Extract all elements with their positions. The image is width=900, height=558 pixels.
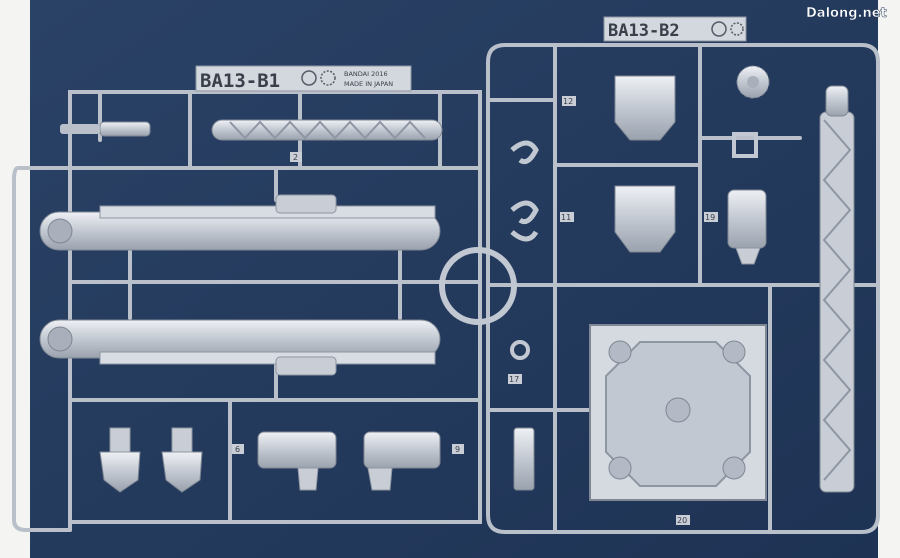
part-number-labels: 2 6 9 11 12 17 19 20 <box>232 96 718 525</box>
part-number: 20 <box>677 516 687 525</box>
part-small-rod <box>60 121 151 137</box>
recycle-mark-icon <box>301 70 317 86</box>
part-gear <box>736 65 770 99</box>
part-hooks <box>510 140 539 242</box>
part-long-arm-upper <box>39 194 441 251</box>
origin-text: MADE IN JAPAN <box>344 80 393 88</box>
sprue-tag-b2: BA13-B2 <box>603 16 747 42</box>
part-joint-block <box>727 189 767 265</box>
part-bracket-1 <box>99 427 141 493</box>
part-number: 2 <box>293 153 298 162</box>
part-lattice-boom <box>819 85 855 493</box>
maker-text: BANDAI 2016 <box>344 70 388 78</box>
sprue-code-b1: BA13-B1 <box>200 70 280 92</box>
part-number: 6 <box>235 445 240 454</box>
part-shield-upper <box>614 75 676 141</box>
gear-mark-icon <box>730 22 744 36</box>
sprue-tag-b1: BA13-B1 BANDAI 2016 MADE IN JAPAN <box>195 65 412 92</box>
watermark-text: Dalong.net <box>806 6 887 21</box>
part-number: 19 <box>705 213 715 222</box>
recycle-mark-icon <box>711 21 727 37</box>
part-small-block <box>513 427 535 491</box>
part-truss-beam <box>211 119 443 141</box>
sprue-ring-connector <box>439 247 517 325</box>
part-number: 17 <box>509 375 519 384</box>
part-base-plate <box>589 324 767 501</box>
sprue-frame-right <box>486 43 880 534</box>
part-number: 9 <box>455 445 460 454</box>
part-long-arm-lower <box>39 319 441 376</box>
part-square-link <box>732 132 758 158</box>
part-clamp-1 <box>257 431 337 491</box>
part-ring-small <box>510 340 530 360</box>
part-clamp-2 <box>363 431 441 491</box>
gear-mark-icon <box>320 70 336 86</box>
sprue-code-b2: BA13-B2 <box>608 21 680 41</box>
part-number: 12 <box>563 97 573 106</box>
part-shield-lower <box>614 185 676 253</box>
part-bracket-2 <box>161 427 203 493</box>
part-number: 11 <box>561 213 571 222</box>
